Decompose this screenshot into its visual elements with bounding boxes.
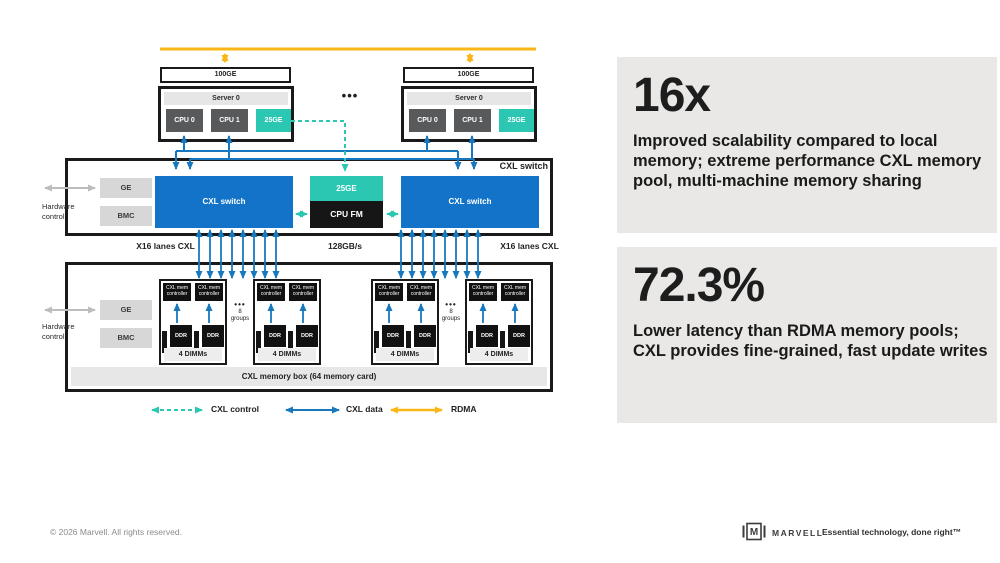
legend-cxl-control-label: CXL control <box>211 404 260 414</box>
groups-indicator: ••• 8 groups <box>225 301 255 323</box>
dimms-label: 4 DIMMs <box>258 348 316 361</box>
legend-rdma-label: RDMA <box>451 404 477 414</box>
groups-dots: ••• <box>445 300 457 309</box>
cpu-fm-box: CPU FM <box>310 201 383 228</box>
dimms-label: 4 DIMMs <box>164 348 222 361</box>
ge-box-top: GE <box>100 178 152 198</box>
ddr-module: DDR <box>296 325 318 347</box>
cxl-switch-outer-label: CXL switch <box>499 161 548 171</box>
ddr-module: DDR <box>202 325 224 347</box>
stat-value: 16x <box>633 69 711 122</box>
mem-controller: CXL mem controller <box>289 283 317 301</box>
cxl-memory-box-label: CXL memory box (64 memory card) <box>71 367 547 386</box>
groups-word: groups <box>441 316 461 322</box>
rdma-line-and-arrows <box>160 47 536 63</box>
stat-description-line: CXL provides fine-grained, fast update w… <box>633 342 988 360</box>
ddr-module: DDR <box>508 325 530 347</box>
server1-nic-box: 100GE <box>403 67 534 83</box>
mem-controller: CXL mem controller <box>407 283 435 301</box>
server0-25ge: 25GE <box>256 109 291 132</box>
cxl-switch-right: CXL switch <box>401 176 539 228</box>
server1-cpu0: CPU 0 <box>409 109 446 132</box>
logo-letter: M <box>750 527 758 538</box>
stat-description-line: memory; extreme performance CXL memory <box>633 152 982 170</box>
dimms-label: 4 DIMMs <box>470 348 528 361</box>
mem-controller: CXL mem controller <box>163 283 191 301</box>
stat-description: Lower latency than RDMA memory pools; CX… <box>633 321 988 361</box>
stat-card-scalability: 16x Improved scalability compared to loc… <box>617 57 997 233</box>
ddr-module: DDR <box>382 325 404 347</box>
stat-description-line: Improved scalability compared to local <box>633 132 938 150</box>
lanes-right-label: X16 lanes CXL <box>500 241 559 251</box>
stat-value: 72.3% <box>633 259 765 312</box>
hardware-control-label-bottom: Hardware control <box>42 322 75 342</box>
server0-cpu0: CPU 0 <box>166 109 203 132</box>
stat-description-line: pool, multi-machine memory sharing <box>633 172 922 190</box>
ddr-module: DDR <box>414 325 436 347</box>
marvell-logo-icon: M <box>742 522 766 541</box>
mem-controller: CXL mem controller <box>469 283 497 301</box>
mem-controller: CXL mem controller <box>375 283 403 301</box>
groups-indicator: ••• 8 groups <box>436 301 466 323</box>
groups-count: 8 <box>238 309 242 315</box>
server0-cpu1: CPU 1 <box>211 109 248 132</box>
lanes-left-label: X16 lanes CXL <box>136 241 195 251</box>
stat-description-line: Lower latency than RDMA memory pools; <box>633 322 959 340</box>
ddr-module: DDR <box>170 325 192 347</box>
ge-box-bottom: GE <box>100 300 152 320</box>
server0-title: Server 0 <box>164 92 288 105</box>
groups-word: groups <box>230 316 250 322</box>
bmc-box-top: BMC <box>100 206 152 226</box>
server0-nic-box: 100GE <box>160 67 291 83</box>
25ge-center-box: 25GE <box>310 176 383 201</box>
ddr-module: DDR <box>264 325 286 347</box>
cxl-switch-left: CXL switch <box>155 176 293 228</box>
legend-cxl-data-label: CXL data <box>346 404 383 414</box>
copyright-text: © 2026 Marvell. All rights reserved. <box>50 527 182 537</box>
nic-label: 100GE <box>457 71 480 78</box>
server1-title: Server 0 <box>407 92 531 105</box>
stat-card-latency: 72.3% Lower latency than RDMA memory poo… <box>617 247 997 423</box>
brand-name: MARVELL <box>772 528 824 538</box>
server1-25ge: 25GE <box>499 109 534 132</box>
dimms-label: 4 DIMMs <box>376 348 434 361</box>
hardware-control-label-top: Hardware control <box>42 202 75 222</box>
brand-tagline: Essential technology, done right™ <box>822 527 962 537</box>
mem-controller: CXL mem controller <box>501 283 529 301</box>
mem-controller: CXL mem controller <box>195 283 223 301</box>
nic-label: 100GE <box>214 71 237 78</box>
mem-controller: CXL mem controller <box>257 283 285 301</box>
stat-description: Improved scalability compared to local m… <box>633 131 981 191</box>
ddr-module: DDR <box>476 325 498 347</box>
bandwidth-label: 128GB/s <box>327 241 363 251</box>
bmc-box-bottom: BMC <box>100 328 152 348</box>
groups-count: 8 <box>449 309 453 315</box>
server-ellipsis: ••• <box>341 88 359 103</box>
groups-dots: ••• <box>234 300 246 309</box>
server1-cpu1: CPU 1 <box>454 109 491 132</box>
